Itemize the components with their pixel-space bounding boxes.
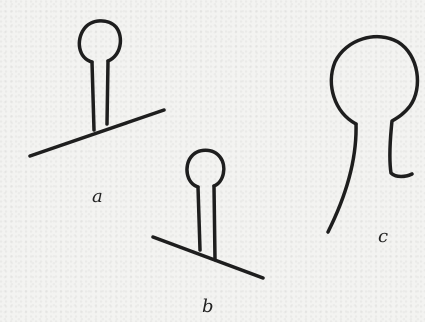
structure-c-long-strand	[328, 124, 356, 232]
structure-a-right-stem	[107, 61, 108, 124]
structure-a-left-stem	[92, 62, 94, 130]
structure-b-baseline	[153, 237, 263, 278]
structure-c	[328, 37, 417, 232]
structure-b-loop	[187, 150, 224, 187]
structure-b-right-stem	[214, 186, 215, 260]
structure-a-baseline	[30, 110, 164, 156]
structure-a-loop	[79, 21, 120, 62]
structure-c-loop-and-tail	[331, 37, 417, 177]
structure-b	[153, 150, 263, 278]
label-b: b	[202, 296, 214, 317]
structure-a	[30, 21, 164, 156]
structure-b-left-stem	[198, 187, 200, 250]
label-c: c	[378, 226, 388, 247]
label-a: a	[92, 186, 103, 207]
